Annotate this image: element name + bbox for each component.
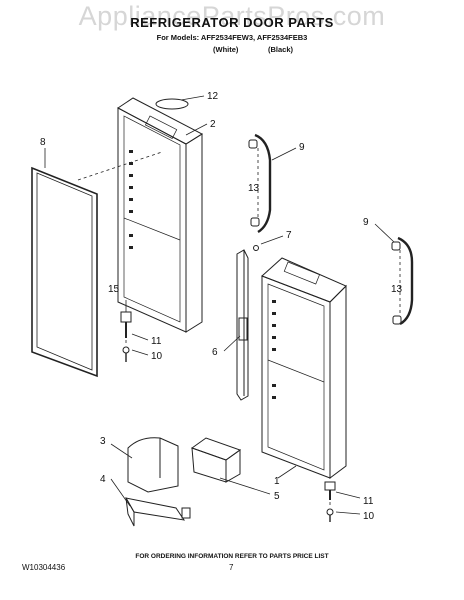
- door-shelf-rail: [125, 497, 191, 527]
- callout-3: 3: [100, 436, 106, 447]
- callout-15: 15: [108, 284, 120, 295]
- door-bin-upper: [127, 437, 179, 493]
- callout-9-lower: 9: [363, 217, 369, 228]
- callout-10-left: 10: [151, 351, 163, 362]
- callout-1: 1: [274, 476, 280, 487]
- callout-9-upper: 9: [299, 142, 305, 153]
- callout-12: 12: [207, 91, 219, 102]
- page-number: 7: [229, 563, 234, 572]
- callout-10-right: 10: [363, 511, 375, 522]
- callout-7: 7: [286, 230, 292, 241]
- callout-6: 6: [212, 347, 218, 358]
- door-handle-lower: [391, 236, 414, 326]
- left-door: [117, 97, 204, 333]
- door-gasket: [31, 166, 98, 378]
- callout-8: 8: [40, 137, 46, 148]
- document-number: W10304436: [22, 563, 66, 572]
- callout-11-right: 11: [363, 496, 374, 507]
- callout-13-lower: 13: [391, 284, 403, 295]
- model-list: For Models: AFF2534FEW3, AFF2534FEB3: [156, 33, 308, 42]
- callout-4: 4: [100, 474, 106, 485]
- callout-13-upper: 13: [248, 183, 260, 194]
- door-bin-lower: [190, 437, 242, 483]
- door-cover: [155, 98, 189, 110]
- ordering-note: FOR ORDERING INFORMATION REFER TO PARTS …: [135, 553, 329, 560]
- color-white-label: (White): [213, 45, 239, 54]
- callout-5: 5: [274, 491, 280, 502]
- callout-2: 2: [210, 119, 216, 130]
- watermark: AppliancePartsPros.com: [78, 1, 386, 31]
- right-door: [261, 257, 347, 479]
- callout-11-left: 11: [151, 336, 162, 347]
- screw-part-7: [253, 245, 259, 251]
- center-mullion: [236, 249, 249, 401]
- page-title: REFRIGERATOR DOOR PARTS: [130, 15, 334, 30]
- color-black-label: (Black): [268, 45, 294, 54]
- door-handle-upper: [248, 133, 272, 234]
